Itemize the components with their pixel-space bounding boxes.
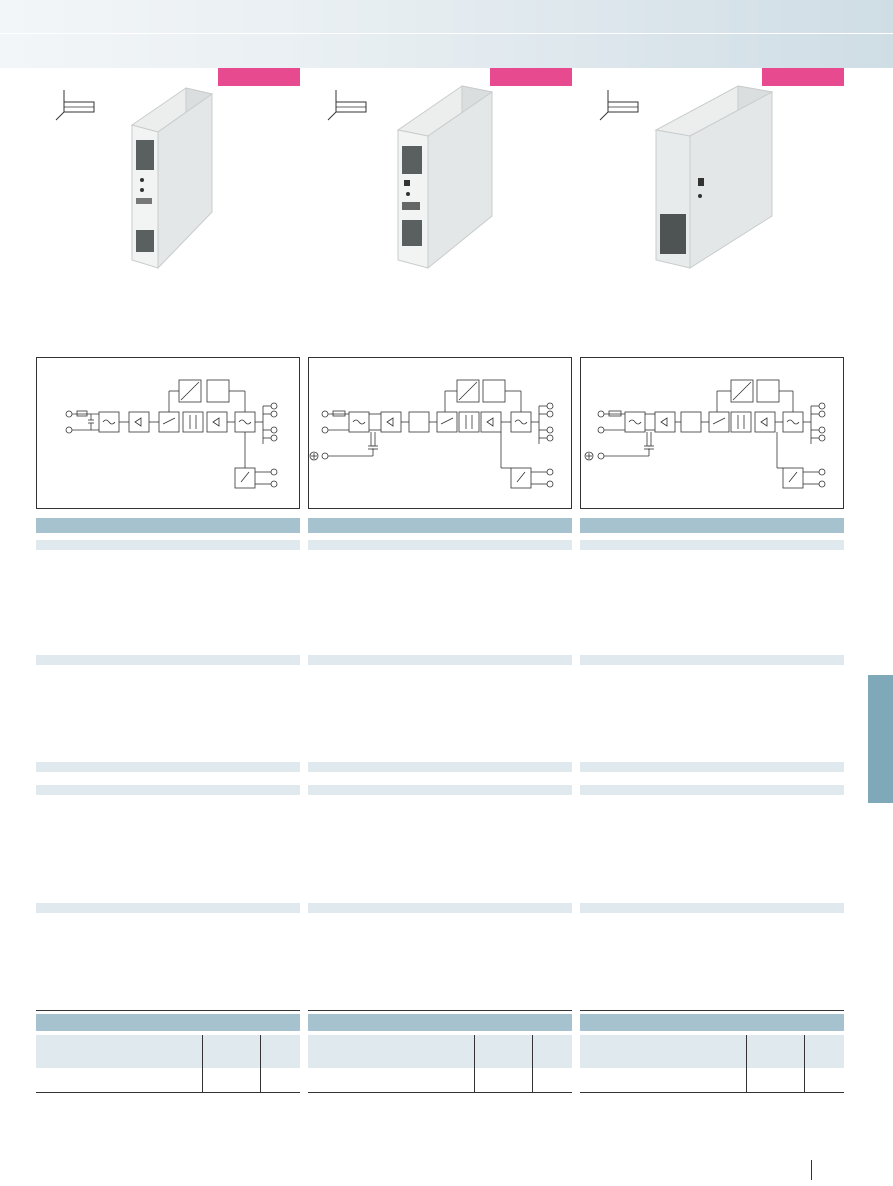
ordering-row [308, 1035, 572, 1068]
section-subheader [36, 655, 300, 665]
section-subheader [36, 785, 300, 795]
ordering-header [308, 1014, 572, 1031]
section-header [580, 518, 844, 533]
product-tag [762, 68, 844, 86]
block-diagram [308, 357, 572, 509]
divider [36, 1010, 300, 1011]
ordering-row [36, 1035, 300, 1068]
section-header [36, 518, 300, 533]
section-subheader [308, 903, 572, 913]
power-supply-image [130, 87, 214, 270]
ordering-header [36, 1014, 300, 1031]
power-supply-image [654, 85, 774, 269]
section-subheader [580, 762, 844, 772]
product-column-3 [580, 0, 844, 1186]
product-tag [490, 68, 572, 86]
section-subheader [36, 762, 300, 772]
din-rail-icon [327, 90, 367, 121]
section-subheader [308, 655, 572, 665]
header-divider [0, 33, 893, 34]
section-subheader [308, 540, 572, 550]
section-subheader [580, 540, 844, 550]
block-diagram [36, 357, 300, 509]
header-band [0, 0, 893, 68]
footer-divider [811, 1160, 812, 1180]
product-column-2 [308, 0, 572, 1186]
power-supply-image [396, 85, 494, 270]
din-rail-icon [55, 90, 95, 121]
divider [580, 1092, 844, 1093]
block-diagram-svg [309, 379, 554, 489]
divider [308, 1092, 572, 1093]
section-subheader [308, 785, 572, 795]
section-subheader [308, 762, 572, 772]
ordering-cell [746, 1035, 805, 1092]
section-header [308, 518, 572, 533]
block-diagram-svg [584, 379, 826, 489]
block-diagram [580, 357, 844, 509]
section-subheader [580, 903, 844, 913]
section-subheader [580, 655, 844, 665]
block-diagram-svg [65, 379, 278, 489]
divider [580, 1010, 844, 1011]
section-subheader [36, 540, 300, 550]
product-column-1 [36, 0, 300, 1186]
product-tag [218, 68, 300, 86]
divider [308, 1010, 572, 1011]
chapter-tab[interactable] [868, 675, 893, 803]
ordering-cell [474, 1035, 533, 1092]
section-subheader [580, 785, 844, 795]
ordering-header [580, 1014, 844, 1031]
ordering-row [580, 1035, 844, 1068]
section-subheader [36, 903, 300, 913]
din-rail-icon [599, 90, 639, 121]
divider [36, 1092, 300, 1093]
ordering-cell [202, 1035, 261, 1092]
